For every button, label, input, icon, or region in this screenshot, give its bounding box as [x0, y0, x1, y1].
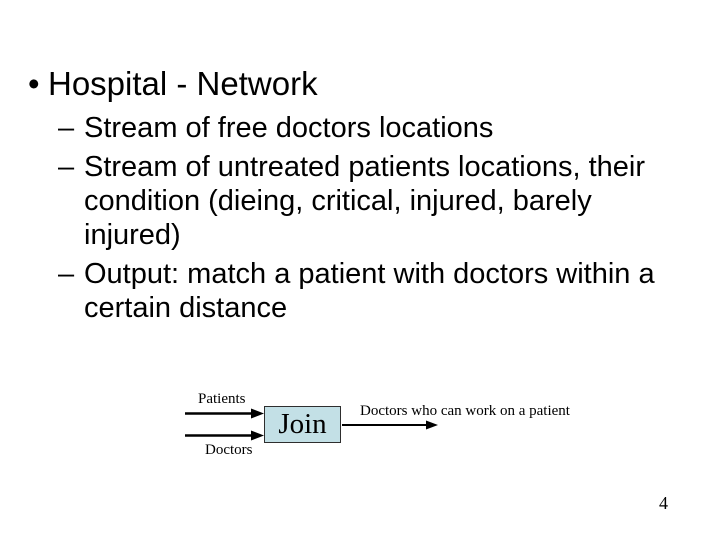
page-number: 4	[659, 493, 668, 513]
patients-stream-label: Patients	[198, 391, 246, 407]
bullet-line: injured)	[84, 219, 181, 251]
bullet-line: Stream of untreated patients locations, …	[84, 151, 645, 183]
dash-bullet: –	[58, 112, 75, 144]
patients-arrow	[185, 408, 264, 419]
bullet-list: – Stream of free doctors locations – Str…	[58, 111, 655, 330]
bullet-item-output-match: – Output: match a patient with doctors w…	[58, 257, 655, 325]
bullet-text: Output: match a patient with doctors wit…	[84, 257, 655, 325]
doctors-arrow	[185, 430, 264, 441]
bullet-item-untreated-patients: – Stream of untreated patients locations…	[58, 150, 655, 252]
bullet-line: condition (dieing, critical, injured, ba…	[84, 185, 592, 217]
slide-title-row: •Hospital - Network	[28, 64, 318, 104]
output-arrow	[342, 420, 438, 430]
title-bullet-dot: •	[28, 65, 40, 102]
bullet-line: Stream of free doctors locations	[84, 112, 494, 144]
join-box-label: Join	[278, 408, 327, 440]
bullet-text: Stream of free doctors locations	[84, 111, 493, 145]
dash-bullet: –	[58, 151, 75, 183]
bullet-text: Stream of untreated patients locations, …	[84, 150, 645, 252]
bullet-line: Output: match a patient with doctors wit…	[84, 258, 655, 290]
dash-bullet: –	[58, 258, 75, 290]
bullet-item-free-doctors: – Stream of free doctors locations	[58, 111, 655, 145]
join-box: Join	[264, 406, 341, 443]
bullet-line: certain distance	[84, 292, 288, 324]
doctors-stream-label: Doctors	[205, 442, 253, 458]
slide-title: Hospital - Network	[48, 65, 318, 102]
output-stream-label: Doctors who can work on a patient	[360, 403, 570, 419]
